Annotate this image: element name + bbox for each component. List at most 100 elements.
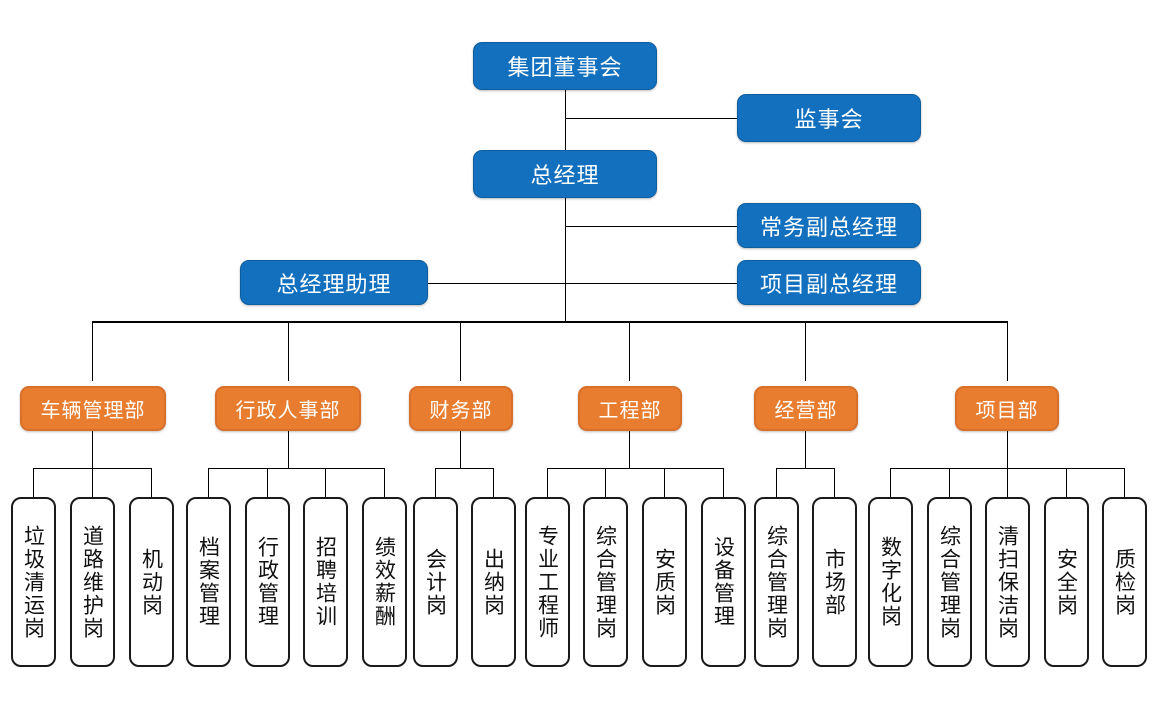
connector-bus-to-dept-4 xyxy=(805,321,806,381)
leaf-box-绩效薪酬[interactable]: 绩效薪酬 xyxy=(362,497,407,667)
leaf-box-安全岗[interactable]: 安全岗 xyxy=(1044,497,1089,667)
connector-leaf-drop xyxy=(776,468,777,497)
leaf-box-清扫保洁岗[interactable]: 清扫保洁岗 xyxy=(985,497,1030,667)
leaf-label: 数字化岗 xyxy=(878,536,903,628)
node-general-manager-label: 总经理 xyxy=(530,164,600,189)
leaf-bus-dept-3 xyxy=(547,468,723,469)
connector-leaf-drop xyxy=(435,468,436,497)
connector-leaf-drop xyxy=(1007,468,1008,497)
node-project-deputy-gm-label: 项目副总经理 xyxy=(759,272,898,298)
connector-gm-spine-to-gm-assistant xyxy=(428,283,565,284)
leaf-box-行政管理[interactable]: 行政管理 xyxy=(245,497,290,667)
node-supervisory-board[interactable]: 监事会 xyxy=(737,94,921,142)
connector-leaf-drop xyxy=(267,468,268,497)
connector-dept-5-stem xyxy=(1007,431,1008,468)
node-general-manager[interactable]: 总经理 xyxy=(473,150,657,198)
connector-leaf-drop xyxy=(723,468,724,497)
node-gm-assistant-label: 总经理助理 xyxy=(276,272,392,298)
connector-dept-2-stem xyxy=(460,431,461,468)
leaf-label: 综合管理岗 xyxy=(764,524,789,640)
leaf-box-设备管理[interactable]: 设备管理 xyxy=(701,497,746,667)
leaf-label: 专业工程师 xyxy=(535,524,560,640)
node-gm-assistant[interactable]: 总经理助理 xyxy=(240,260,428,305)
leaf-box-垃圾清运岗[interactable]: 垃圾清运岗 xyxy=(11,497,56,667)
node-department-3[interactable]: 工程部 xyxy=(578,386,682,431)
node-supervisory-board-label: 监事会 xyxy=(794,108,864,133)
leaf-box-专业工程师[interactable]: 专业工程师 xyxy=(525,497,570,667)
node-board[interactable]: 集团董事会 xyxy=(473,42,657,90)
leaf-box-市场部[interactable]: 市场部 xyxy=(812,497,857,667)
connector-dept-0-stem xyxy=(92,431,93,468)
connector-bus-to-dept-0 xyxy=(92,321,93,381)
node-executive-deputy-gm-label: 常务副总经理 xyxy=(759,215,898,241)
node-department-5[interactable]: 项目部 xyxy=(955,386,1059,431)
leaf-label: 绩效薪酬 xyxy=(372,536,397,628)
connector-leaf-drop xyxy=(605,468,606,497)
leaf-box-质检岗[interactable]: 质检岗 xyxy=(1102,497,1147,667)
connector-leaf-drop xyxy=(325,468,326,497)
node-department-1[interactable]: 行政人事部 xyxy=(215,386,361,431)
leaf-label: 清扫保洁岗 xyxy=(995,524,1020,640)
node-department-1-label: 行政人事部 xyxy=(235,398,341,422)
leaf-box-综合管理岗-经营部[interactable]: 综合管理岗 xyxy=(754,497,799,667)
node-executive-deputy-gm[interactable]: 常务副总经理 xyxy=(737,203,921,248)
leaf-box-会计岗[interactable]: 会计岗 xyxy=(413,497,458,667)
leaf-box-数字化岗[interactable]: 数字化岗 xyxy=(868,497,913,667)
connector-leaf-drop xyxy=(890,468,891,497)
connector-dept-1-stem xyxy=(288,431,289,468)
connector-leaf-drop xyxy=(208,468,209,497)
leaf-box-综合管理岗-项目部[interactable]: 综合管理岗 xyxy=(927,497,972,667)
connector-leaf-drop xyxy=(92,468,93,497)
leaf-label: 综合管理岗 xyxy=(937,524,962,640)
node-department-0-label: 车辆管理部 xyxy=(40,398,146,422)
department-bus xyxy=(92,321,1008,323)
node-department-4[interactable]: 经营部 xyxy=(754,386,858,431)
connector-gm-spine-to-supervisory xyxy=(565,118,737,119)
connector-leaf-drop xyxy=(834,468,835,497)
connector-leaf-drop xyxy=(547,468,548,497)
leaf-box-机动岗[interactable]: 机动岗 xyxy=(129,497,174,667)
node-department-2-label: 财务部 xyxy=(429,398,493,422)
leaf-label: 出纳岗 xyxy=(481,547,506,617)
connector-leaf-drop xyxy=(384,468,385,497)
leaf-label: 会计岗 xyxy=(423,547,448,617)
leaf-label: 行政管理 xyxy=(255,536,280,628)
connector-leaf-drop xyxy=(151,468,152,497)
node-department-4-label: 经营部 xyxy=(774,398,838,422)
connector-dept-4-stem xyxy=(805,431,806,468)
connector-bus-to-dept-3 xyxy=(629,321,630,381)
leaf-label: 机动岗 xyxy=(139,547,164,617)
connector-gm-spine-to-exec-deputy xyxy=(565,226,737,227)
leaf-label: 档案管理 xyxy=(196,536,221,628)
leaf-label: 设备管理 xyxy=(711,536,736,628)
connector-leaf-drop xyxy=(664,468,665,497)
leaf-label: 安全岗 xyxy=(1054,547,1079,617)
node-department-3-label: 工程部 xyxy=(598,398,662,422)
leaf-box-出纳岗[interactable]: 出纳岗 xyxy=(471,497,516,667)
leaf-box-档案管理[interactable]: 档案管理 xyxy=(186,497,231,667)
leaf-label: 安质岗 xyxy=(652,547,677,617)
connector-gm-spine-down xyxy=(565,198,566,322)
node-project-deputy-gm[interactable]: 项目副总经理 xyxy=(737,260,921,305)
connector-leaf-drop xyxy=(949,468,950,497)
leaf-label: 市场部 xyxy=(822,547,847,617)
leaf-label: 道路维护岗 xyxy=(80,524,105,640)
leaf-label: 综合管理岗 xyxy=(593,524,618,640)
connector-leaf-drop xyxy=(1124,468,1125,497)
node-department-0[interactable]: 车辆管理部 xyxy=(20,386,166,431)
node-department-2[interactable]: 财务部 xyxy=(409,386,513,431)
leaf-label: 招聘培训 xyxy=(313,536,338,628)
leaf-box-综合管理岗-工程部[interactable]: 综合管理岗 xyxy=(583,497,628,667)
connector-leaf-drop xyxy=(493,468,494,497)
leaf-label: 垃圾清运岗 xyxy=(21,524,46,640)
connector-bus-to-dept-1 xyxy=(288,321,289,381)
connector-leaf-drop xyxy=(33,468,34,497)
connector-bus-to-dept-2 xyxy=(460,321,461,381)
leaf-box-招聘培训[interactable]: 招聘培训 xyxy=(303,497,348,667)
leaf-box-道路维护岗[interactable]: 道路维护岗 xyxy=(70,497,115,667)
connector-dept-3-stem xyxy=(629,431,630,468)
leaf-bus-dept-1 xyxy=(208,468,384,469)
leaf-box-安质岗[interactable]: 安质岗 xyxy=(642,497,687,667)
connector-gm-spine-to-project-deputy xyxy=(565,283,737,284)
